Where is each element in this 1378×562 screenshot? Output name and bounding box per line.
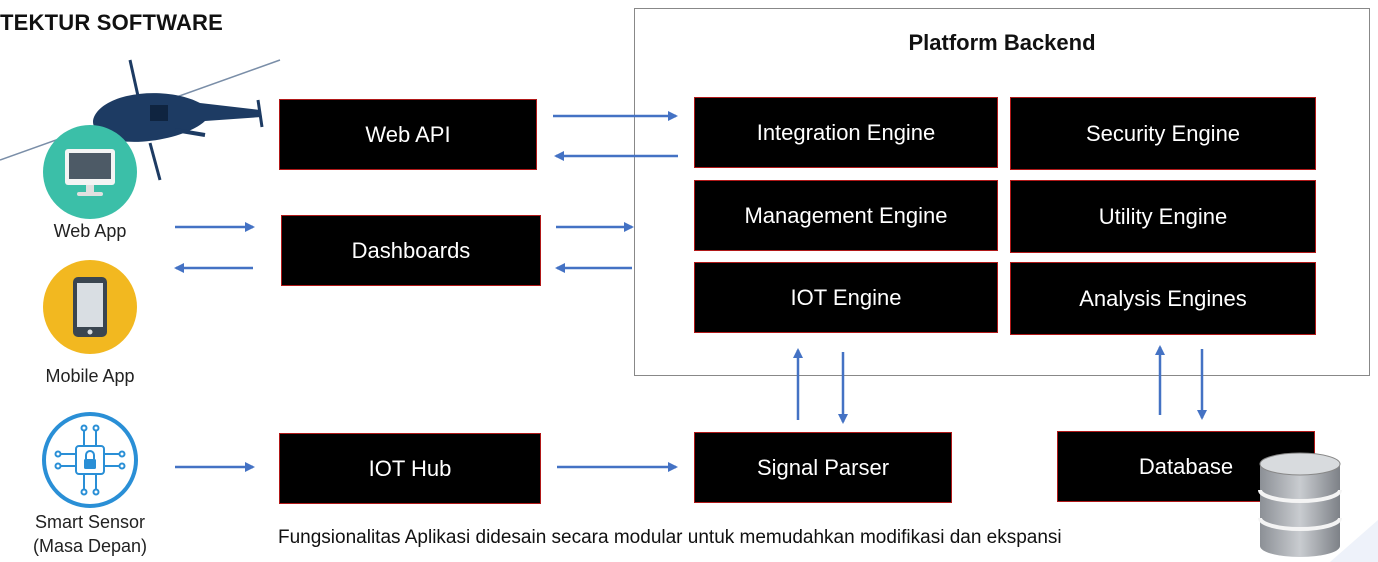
analysis-engines-box: Analysis Engines [1010, 262, 1316, 335]
mobile-app-label: Mobile App [45, 366, 135, 386]
database-icon [1258, 452, 1342, 557]
management-engine-box: Management Engine [694, 180, 998, 251]
web-app-icon [43, 125, 137, 219]
integration-engine-box: Integration Engine [694, 97, 998, 168]
web-app-label: Web App [53, 221, 127, 241]
platform-backend-title: Platform Backend [908, 30, 1096, 55]
web-api-box: Web API [279, 99, 537, 170]
smart-sensor-label-line1: Smart Sensor [34, 512, 146, 532]
smart-sensor-icon [42, 412, 138, 508]
mobile-app-icon [43, 260, 137, 354]
iot-engine-box: IOT Engine [694, 262, 998, 333]
smart-sensor-label-line2: (Masa Depan) [32, 536, 148, 556]
signal-parser-box: Signal Parser [694, 432, 952, 503]
iot-hub-box: IOT Hub [279, 433, 541, 504]
utility-engine-box: Utility Engine [1010, 180, 1316, 253]
caption-text: Fungsionalitas Aplikasi didesain secara … [278, 527, 1062, 548]
page-title: TEKTUR SOFTWARE [0, 10, 223, 35]
dashboards-box: Dashboards [281, 215, 541, 286]
security-engine-box: Security Engine [1010, 97, 1316, 170]
